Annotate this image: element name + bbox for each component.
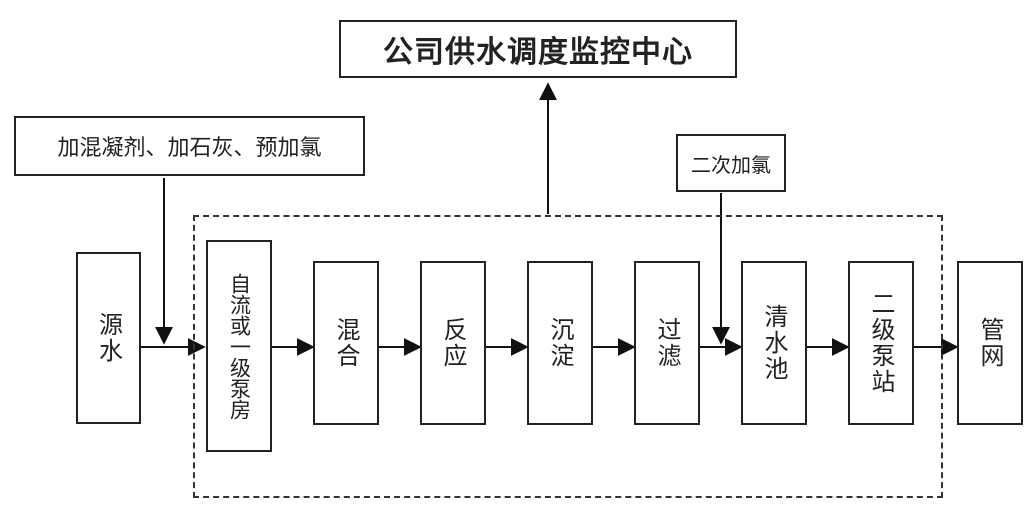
- sedimentation-box: 沉淀: [527, 261, 593, 425]
- secondary-pump-station-label: 二级泵站: [867, 291, 895, 395]
- mixing-box: 混合: [313, 261, 379, 425]
- clear-water-tank-label: 清水池: [760, 304, 788, 382]
- first-dosing-box: 加混凝剂、加石灰、预加氯: [14, 116, 365, 176]
- secondary-pump-station-box: 二级泵站: [848, 261, 914, 425]
- first-dosing-label: 加混凝剂、加石灰、预加氯: [57, 136, 322, 161]
- control-center-box: 公司供水调度监控中心: [339, 20, 737, 78]
- sedimentation-label: 沉淀: [546, 317, 574, 369]
- reaction-box: 反应: [420, 261, 486, 425]
- pipe-network-box: 管网: [957, 261, 1023, 425]
- filtration-box: 过滤: [634, 261, 700, 425]
- reaction-label: 反应: [439, 317, 467, 369]
- pump-house-label: 自流或一级泵房: [227, 272, 252, 420]
- source-water-label: 源水: [94, 312, 123, 364]
- filtration-label: 过滤: [653, 317, 681, 369]
- mixing-label: 混合: [332, 317, 360, 369]
- source-water-box: 源水: [76, 252, 141, 424]
- control-center-label: 公司供水调度监控中心: [383, 35, 693, 70]
- second-dosing-box: 二次加氯: [676, 134, 786, 192]
- pump-house-box: 自流或一级泵房: [206, 240, 272, 452]
- second-dosing-label: 二次加氯: [691, 152, 771, 177]
- clear-water-tank-box: 清水池: [741, 261, 807, 425]
- pipe-network-label: 管网: [976, 317, 1004, 369]
- plant-boundary: [193, 215, 943, 498]
